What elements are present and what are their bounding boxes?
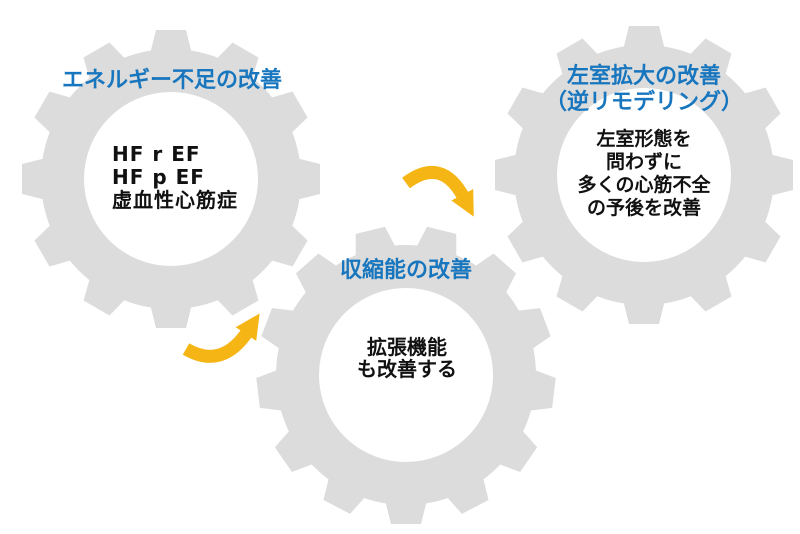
gear-right-title-line: （逆リモデリング） xyxy=(544,90,743,115)
gear-right-body-line: 多くの心筋不全 xyxy=(577,174,711,196)
gear-middle-body: 拡張機能 も改善する xyxy=(317,336,497,380)
gear-right-body-line: の予後を改善 xyxy=(586,197,701,219)
gear-left-title: エネルギー不足の改善 xyxy=(61,68,282,93)
gear-middle-body-line: も改善する xyxy=(357,357,457,381)
gear-middle-body-line: 拡張機能 xyxy=(367,335,447,359)
gear-right-body-line: 問わずに xyxy=(605,151,682,173)
gear-middle-title: 収縮能の改善 xyxy=(339,258,472,283)
gear-right-body-line: 左室形態を xyxy=(596,128,692,150)
gear-left-body-line: HF p EF xyxy=(112,165,205,189)
gear-right-title-line: 左室拡大の改善 xyxy=(566,64,721,89)
gear-right-title: 左室拡大の改善 （逆リモデリング） xyxy=(532,64,756,116)
curved-arrow-left-to-middle-icon xyxy=(182,313,260,363)
curved-arrow-middle-to-right-icon xyxy=(402,165,474,217)
gear-left-body: HF r EF HF p EF 虚血性心筋症 xyxy=(112,143,238,212)
gear-left-body-line: HF r EF xyxy=(112,142,201,166)
gear-left-body-line: 虚血性心筋症 xyxy=(112,188,238,212)
gear-right-body: 左室形態を 問わずに 多くの心筋不全 の予後を改善 xyxy=(536,128,752,220)
